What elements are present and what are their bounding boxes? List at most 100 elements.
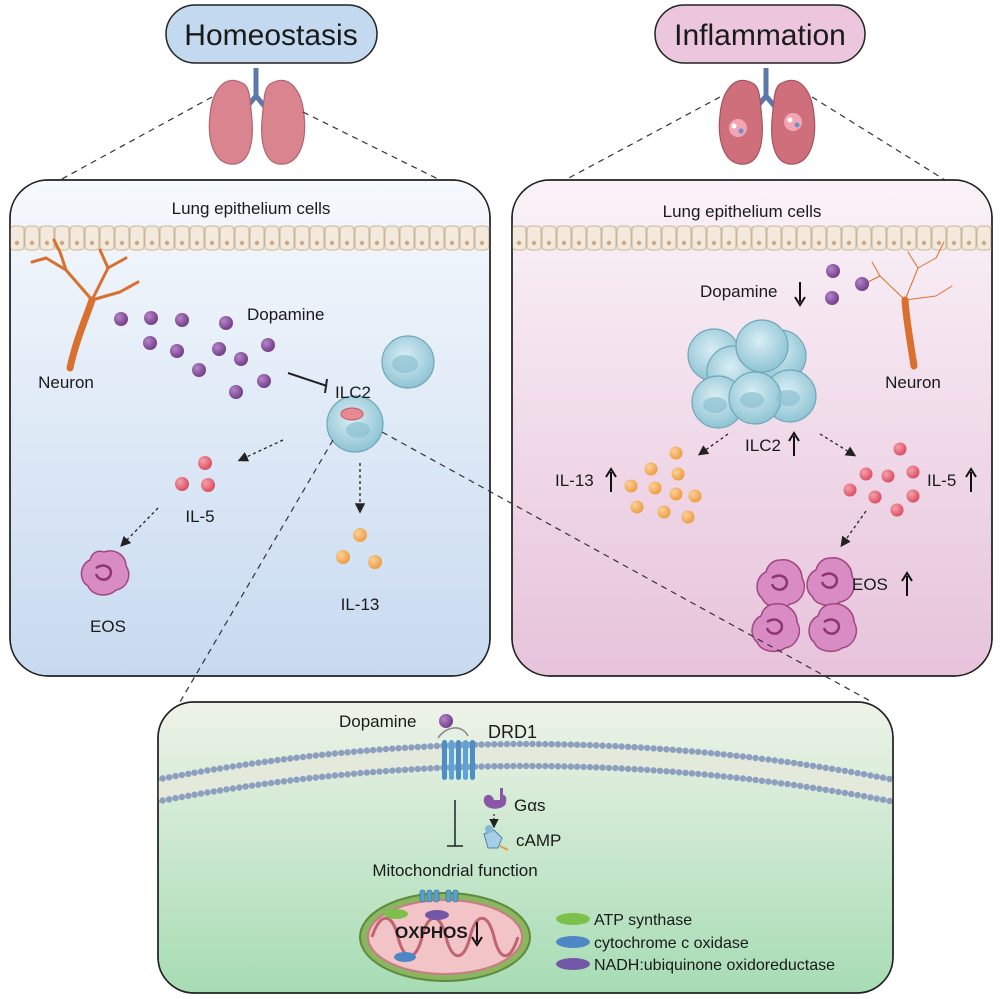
- lipid-head: [306, 753, 313, 760]
- epithelial-cell: [54, 225, 70, 251]
- membrane-lipid-heads: [158, 740, 893, 806]
- camp-icon: [483, 825, 509, 851]
- lipid-head: [809, 762, 817, 769]
- lipid-head: [675, 747, 683, 754]
- lipid-head: [242, 783, 249, 790]
- epithelial-nucleus: [606, 240, 612, 246]
- epithelial-nucleus: [546, 240, 552, 246]
- neuron-label-right: Neuron: [885, 373, 941, 392]
- homeostasis-panel: Lung epithelium cells Neuron Dopamine: [9, 179, 491, 677]
- homeostasis-title: Homeostasis: [165, 4, 378, 64]
- epithelial-nucleus: [149, 240, 155, 246]
- lipid-head: [389, 767, 396, 774]
- lipid-head: [816, 763, 823, 770]
- lipid-head: [822, 764, 829, 771]
- lipid-head: [344, 771, 351, 778]
- il13-label-left: IL-13: [341, 595, 380, 614]
- epithelial-cell: [129, 225, 145, 251]
- lipid-head: [669, 768, 676, 775]
- epithelial-nucleus: [284, 240, 290, 246]
- lipid-head: [803, 783, 810, 791]
- lipid-head: [223, 764, 230, 771]
- lipid-head: [803, 761, 810, 769]
- lipid-head: [280, 756, 288, 763]
- lipid-head: [255, 759, 262, 766]
- il5-molecules-left: [175, 456, 215, 492]
- epithelium-cells-left: [10, 225, 490, 251]
- epithelial-cell: [916, 225, 932, 251]
- lipid-head: [561, 741, 568, 748]
- lipid-head: [389, 745, 396, 752]
- lipid-head: [248, 760, 256, 767]
- epithelial-cell: [526, 225, 542, 251]
- epithelial-nucleus: [741, 240, 747, 246]
- lipid-head: [618, 743, 625, 750]
- mito-function-label: Mitochondrial function: [372, 861, 537, 880]
- epithelial-cell: [931, 225, 947, 251]
- epithelial-cell: [646, 225, 662, 251]
- epithelial-cell: [399, 225, 415, 251]
- lipid-head: [752, 776, 759, 784]
- galpha-s-icon: [483, 788, 507, 809]
- lipid-head: [299, 775, 307, 783]
- lipid-head: [318, 773, 326, 780]
- lipid-head: [242, 761, 249, 768]
- lipid-head: [280, 778, 288, 785]
- lipid-head: [427, 765, 434, 772]
- zoom-lines-top: [59, 96, 946, 181]
- epithelial-nucleus: [224, 240, 230, 246]
- epithelial-nucleus: [209, 240, 215, 246]
- increase-arrow-ilc2: [788, 431, 800, 456]
- lipid-head: [433, 742, 441, 750]
- epithelial-nucleus: [726, 240, 732, 246]
- lipid-head: [376, 768, 383, 775]
- lipid-head: [669, 746, 676, 753]
- epithelial-nucleus: [314, 240, 320, 246]
- lipid-head: [599, 764, 606, 771]
- epithelial-cell: [871, 225, 887, 251]
- lipid-head: [682, 747, 689, 754]
- lipid-head: [395, 767, 402, 774]
- lipid-head: [408, 766, 415, 773]
- lipid-head: [848, 768, 855, 776]
- lipid-head: [191, 769, 198, 776]
- lipid-head: [586, 741, 594, 749]
- inflammation-title: Inflammation: [654, 4, 866, 64]
- lipid-head: [369, 768, 377, 776]
- il5-molecules-right: [843, 442, 920, 517]
- lipid-head: [886, 775, 893, 783]
- svg-text:Inflammation: Inflammation: [674, 19, 846, 52]
- lipid-head: [433, 764, 441, 772]
- epithelial-nucleus: [951, 240, 957, 246]
- lipid-head: [879, 796, 887, 803]
- lipid-head: [325, 773, 332, 780]
- lipid-head: [867, 772, 874, 779]
- ilc2-label-left: ILC2: [335, 383, 371, 402]
- epithelial-nucleus: [359, 240, 365, 246]
- lipid-head: [229, 785, 237, 792]
- lipid-head: [618, 765, 625, 772]
- epithelial-cell: [369, 225, 385, 251]
- lipid-head: [720, 773, 727, 780]
- lipid-head: [491, 741, 498, 748]
- lipid-head: [535, 740, 543, 748]
- lipid-head: [216, 787, 224, 794]
- dopamine-molecules-right: [825, 264, 869, 305]
- epithelial-cell: [811, 225, 827, 251]
- epithelial-nucleus: [434, 240, 440, 246]
- epithelial-nucleus: [561, 240, 567, 246]
- epithelial-cell: [339, 225, 355, 251]
- eosinophil-cluster-right: [751, 557, 858, 653]
- lipid-head: [159, 797, 166, 804]
- epithelial-cell: [766, 225, 782, 251]
- epithelial-cell: [189, 225, 205, 251]
- lipid-head: [784, 780, 791, 788]
- epithelial-nucleus: [404, 240, 410, 246]
- epithelial-nucleus: [966, 240, 972, 246]
- lipid-head: [733, 752, 740, 759]
- lipid-head: [503, 762, 511, 770]
- epithelial-cell: [616, 225, 632, 251]
- lipid-head: [695, 770, 702, 778]
- epithelial-cell: [901, 225, 917, 251]
- il13-molecules-right: [624, 446, 702, 524]
